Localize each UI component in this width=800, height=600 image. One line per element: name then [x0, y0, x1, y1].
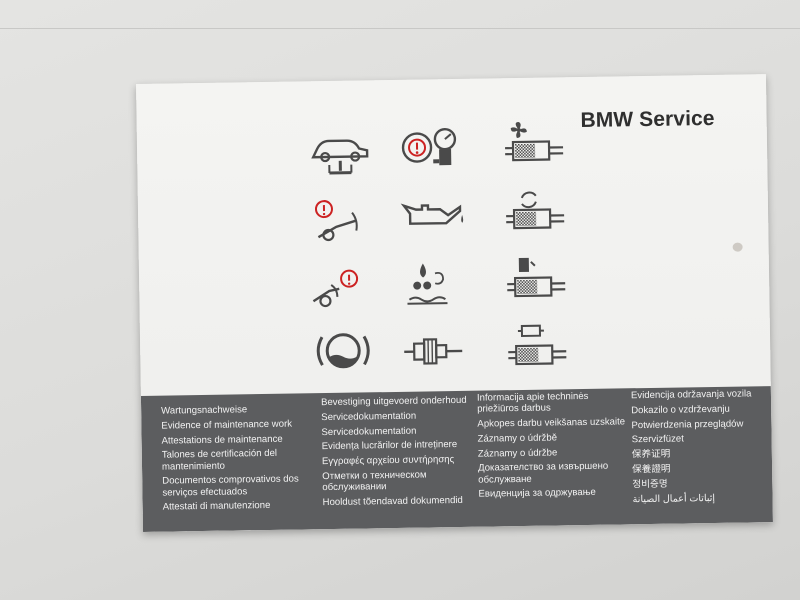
footer-line: Evidencija održavanja vozila [630, 388, 752, 402]
footer-line: Εγγραφές αρχείου συντήρησης [321, 454, 455, 468]
footer-line: 정비증명 [632, 478, 668, 491]
footer-line: Potwierdzenia przeglądów [631, 418, 744, 431]
engine-air-filter-icon [508, 324, 567, 366]
footer-line: 保養證明 [632, 463, 671, 476]
language-column-2: Bevestiging uitgevoerd onderhoud Service… [321, 395, 468, 512]
footer-line: mantenimiento [161, 460, 226, 473]
footer-line: Záznamy o údržbě [477, 432, 558, 445]
brake-fluid-icon [316, 333, 370, 369]
footer-line: Hooldust tõendavad dokumendid [322, 494, 463, 509]
language-column-3: Informacija apie techninės priežiūros da… [477, 390, 626, 503]
footer-line: Szervizfüzet [631, 433, 685, 446]
footer-line: Documentos comprovativos dos [162, 473, 299, 488]
brake-disc-warning-icon [312, 269, 359, 308]
brake-pad-warning-icon [314, 200, 358, 242]
footer-line: إثباتات أعمال الصيانة [632, 492, 716, 505]
table-edge-line [0, 28, 800, 29]
footer-line: Evidence of maintenance work [161, 418, 293, 432]
paper-smudge [732, 242, 743, 252]
footer-line: Attestations de maintenance [161, 433, 283, 447]
language-column-1: Wartungsnachweise Evidence of maintenanc… [161, 404, 299, 517]
footer-line: обслуживании [322, 481, 387, 494]
car-on-lift-icon [311, 139, 369, 175]
footer-line: Евиденција за одржување [478, 487, 596, 501]
oil-can-icon [400, 203, 464, 225]
service-booklet: BMW Service [136, 74, 773, 532]
footer-line: Attestati di manutenzione [162, 500, 271, 514]
footer-line: Servicedokumentation [321, 410, 417, 423]
footer-line: Bevestiging uitgevoerd onderhoud [320, 394, 467, 409]
footer-line: Wartungsnachweise [161, 404, 248, 417]
footer-line: обслужване [478, 473, 532, 486]
footer-line: Servicedokumentation [321, 425, 417, 438]
footer-line: Apkopes darbu veikšanas uzskaite [477, 416, 626, 430]
footer-line: 保养证明 [631, 448, 671, 461]
spark-plug-icon [404, 338, 463, 365]
footer-line: Доказателство за извършено [477, 461, 609, 475]
footer-line: serviços efectuados [162, 485, 248, 499]
coolant-temperature-icon [407, 263, 448, 305]
cabin-air-filter-fan-icon [505, 121, 564, 162]
language-column-4: Evidencija održavanja vozila Dokazilo o … [631, 388, 753, 508]
booklet-title: BMW Service [580, 106, 715, 133]
footer-line: Dokazilo o vzdrževanju [631, 403, 730, 417]
language-footer: Wartungsnachweise Evidence of maintenanc… [140, 386, 773, 532]
footer-line: Záznamy o údržbe [477, 447, 558, 460]
brake-warning-gauge-icon [401, 127, 457, 166]
fuel-filter-icon [507, 257, 566, 298]
footer-line: priežiūros darbus [477, 402, 551, 415]
footer-line: Evidența lucrărilor de intreținere [321, 439, 458, 453]
filter-replacement-icon [506, 191, 565, 230]
